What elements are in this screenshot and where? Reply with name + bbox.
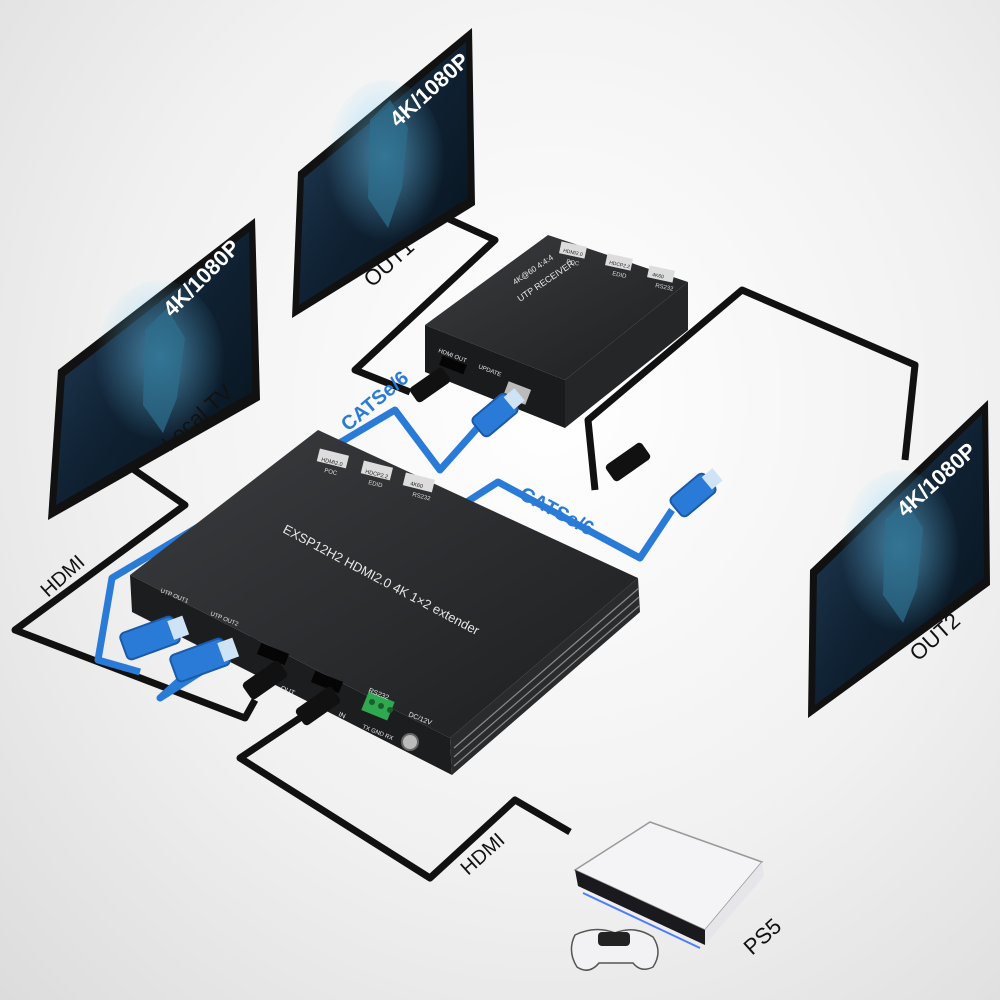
connectors [119, 367, 723, 726]
receiver-badge-3: 4K60 [652, 272, 665, 280]
extender-in-label: IN [337, 711, 346, 720]
extender-badge-sub-2: EDID [368, 480, 384, 489]
hdmi-plug-out [242, 660, 288, 700]
hdmi-plug-receiver [410, 367, 450, 403]
extender-badge-3: 4K60 [410, 481, 424, 490]
rj45-plug-receiver [471, 388, 525, 438]
extender-badge-2: HDCP2.2 [365, 469, 389, 480]
receiver-badge-2: HDCP2.2 [609, 260, 631, 270]
receiver-badge-sub-3: RS232 [655, 283, 675, 293]
extender-in-port [310, 670, 344, 694]
receiver-badges: HDMI2.0 HDCP2.2 4K60 POC EDID RS232 [559, 241, 675, 293]
extender-badge-sub-1: POC [324, 468, 339, 477]
extender-badge-sub-3: RS232 [412, 492, 432, 502]
rs232-terminal [361, 691, 395, 721]
receiver-badge-sub-2: EDID [612, 271, 628, 280]
hdmi-cable-out1 [351, 211, 499, 396]
extender-badges: HDMI2.0 HDCP2.2 4K60 POC EDID RS232 [316, 448, 436, 503]
extender-badge-1: HDMI2.0 [321, 457, 344, 468]
cat-cable-2 [156, 478, 675, 702]
ps5-controller [570, 928, 659, 971]
rj45-plug-1 [119, 615, 190, 661]
hdmi-cable-out2 [584, 286, 919, 491]
rj45-plug-2 [169, 637, 240, 683]
monitor-local-tv: 4K/1080P Local TV [48, 218, 260, 520]
receiver-badge-sub-1: POC [566, 259, 581, 268]
hdmi-plug-in [295, 686, 341, 726]
hdmi-plug-loose [605, 442, 651, 482]
hdmi-cable-local [11, 457, 259, 722]
extender-out-port [256, 642, 290, 666]
receiver-badge-1: HDMI2.0 [563, 248, 584, 258]
hdmi-cables [11, 211, 919, 882]
monitor-out2: 4K/1080P OUT2 [808, 400, 990, 718]
dc-jack [401, 733, 419, 751]
hdmi-label-bottom: HDMI [457, 829, 510, 880]
ps5-console [573, 821, 764, 949]
receiver-hdmi-port [439, 355, 467, 375]
hdmi-cable-ps5 [236, 715, 572, 882]
utp-receiver: HDMI2.0 HDCP2.2 4K60 POC EDID RS232 4K@6… [425, 235, 688, 428]
ps5-label: PS5 [739, 913, 787, 959]
hdmi-extender: HDMI2.0 HDCP2.2 4K60 POC EDID RS232 EXSP… [130, 430, 640, 775]
monitor-out1: 4K/1080P OUT1 [292, 28, 475, 318]
rj45-plug-loose [669, 468, 723, 518]
